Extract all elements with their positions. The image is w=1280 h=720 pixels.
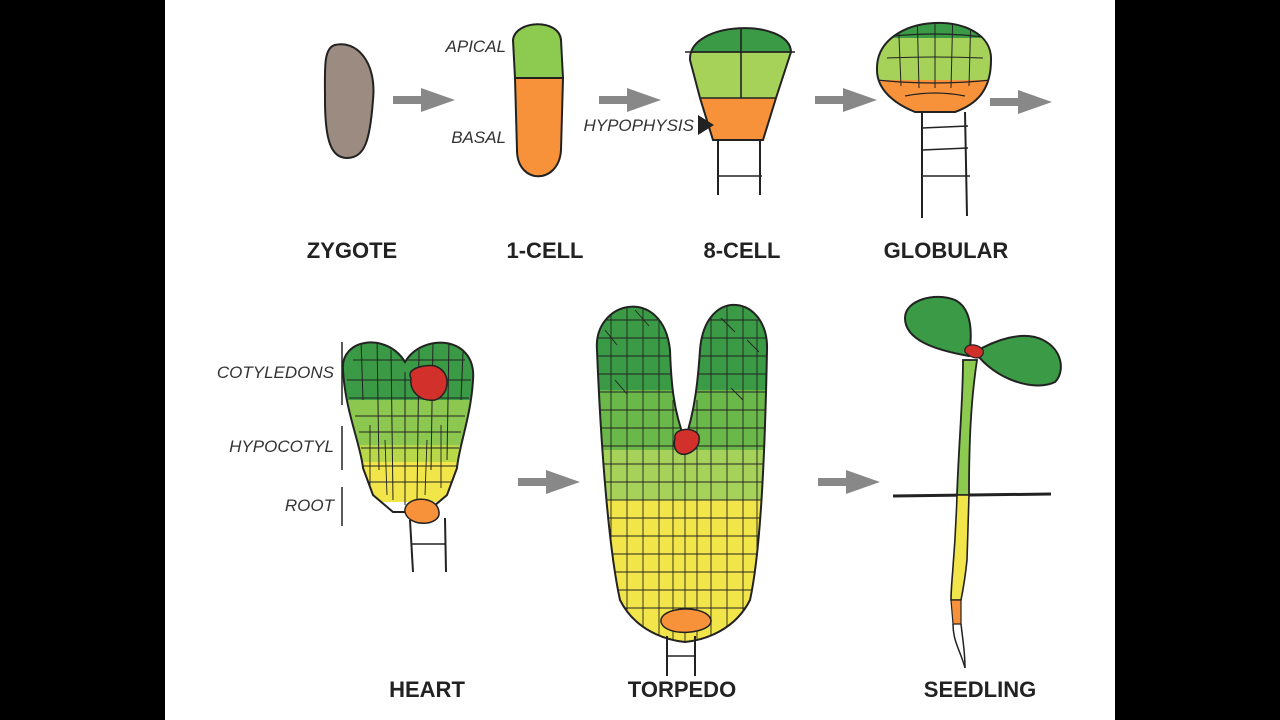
hypophysis-pointer-icon (698, 115, 714, 135)
stage-title-heart: HEART (389, 677, 465, 702)
root-label: ROOT (285, 496, 336, 515)
embryo-development-diagram: APICAL BASAL HYPOPHYSIS (217, 22, 1062, 702)
heart-embryo (341, 341, 475, 573)
apical-label: APICAL (445, 37, 506, 56)
zygote-cell (323, 43, 375, 160)
basal-label: BASAL (451, 128, 506, 147)
stage-title-globular: GLOBULAR (884, 238, 1009, 263)
one-cell-embryo (511, 23, 565, 178)
soil-line (892, 492, 1052, 498)
arrow-icon (818, 470, 880, 494)
stage-title-one-cell: 1-CELL (507, 238, 584, 263)
cotyledons-label: COTYLEDONS (217, 363, 335, 382)
stage-title-zygote: ZYGOTE (307, 238, 397, 263)
arrow-icon (518, 470, 580, 494)
arrow-icon (599, 88, 661, 112)
stage-title-torpedo: TORPEDO (628, 677, 736, 702)
arrow-icon (815, 88, 877, 112)
figure-frame: APICAL BASAL HYPOPHYSIS (165, 0, 1115, 720)
torpedo-embryo (595, 304, 769, 676)
arrow-icon (393, 88, 455, 112)
hypophysis-label: HYPOPHYSIS (583, 116, 694, 135)
seedling (892, 295, 1062, 669)
hypocotyl-label: HYPOCOTYL (229, 437, 334, 456)
stage-title-seedling: SEEDLING (924, 677, 1036, 702)
eight-cell-embryo (685, 27, 795, 195)
stage-title-eight-cell: 8-CELL (704, 238, 781, 263)
globular-embryo (875, 22, 993, 218)
arrow-icon (990, 90, 1052, 114)
